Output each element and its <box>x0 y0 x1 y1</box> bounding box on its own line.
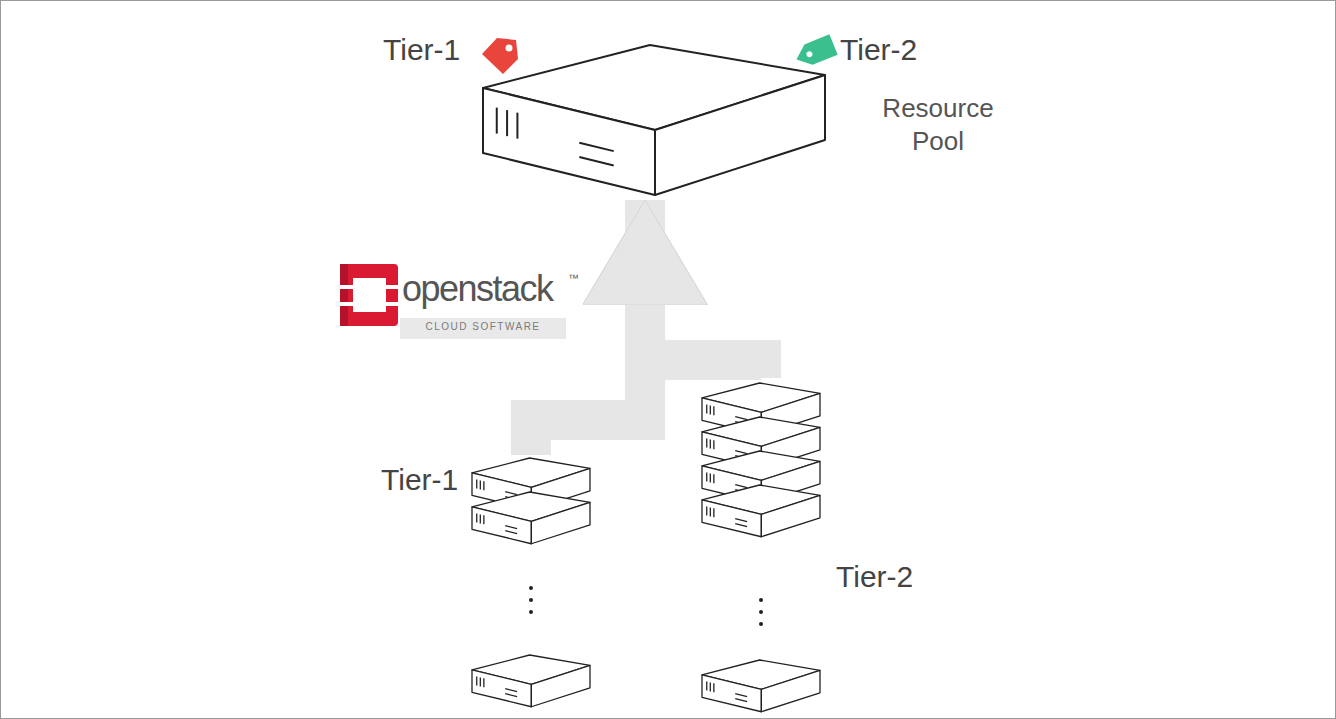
continuation-dot <box>759 610 763 614</box>
resource-pool: Resource Pool <box>480 40 1020 200</box>
server-stack: Tier-1 <box>375 455 605 712</box>
continuation-dot <box>759 598 763 602</box>
continuation-dot <box>759 622 763 626</box>
tier-tag-label: Tier-1 <box>383 33 460 68</box>
continuation-dot <box>529 586 533 590</box>
server-unit <box>702 660 820 712</box>
server-unit <box>702 485 820 537</box>
green-tag-icon <box>792 34 837 69</box>
server-stack: Tier-2 <box>690 378 950 712</box>
node-label: Resource Pool <box>863 92 1013 157</box>
logo-wordmark: openstack <box>402 268 553 309</box>
flow-arrow <box>645 200 761 378</box>
server-drawings <box>472 45 825 712</box>
node-label: Tier-2 <box>836 558 946 596</box>
continuation-dot <box>529 610 533 614</box>
logo-tagline: CLOUD SOFTWARE <box>400 321 566 333</box>
node-label: Tier-1 <box>381 461 476 499</box>
server-unit <box>472 655 590 707</box>
server-unit <box>472 492 590 544</box>
server-unit <box>483 45 825 195</box>
openstack-logo-icon <box>340 264 398 326</box>
trademark-sign: ™ <box>568 272 579 285</box>
tier-tag-label: Tier-2 <box>840 33 917 68</box>
red-tag-icon <box>482 38 518 74</box>
logo-banner <box>400 318 566 339</box>
continuation-dot <box>529 598 533 602</box>
